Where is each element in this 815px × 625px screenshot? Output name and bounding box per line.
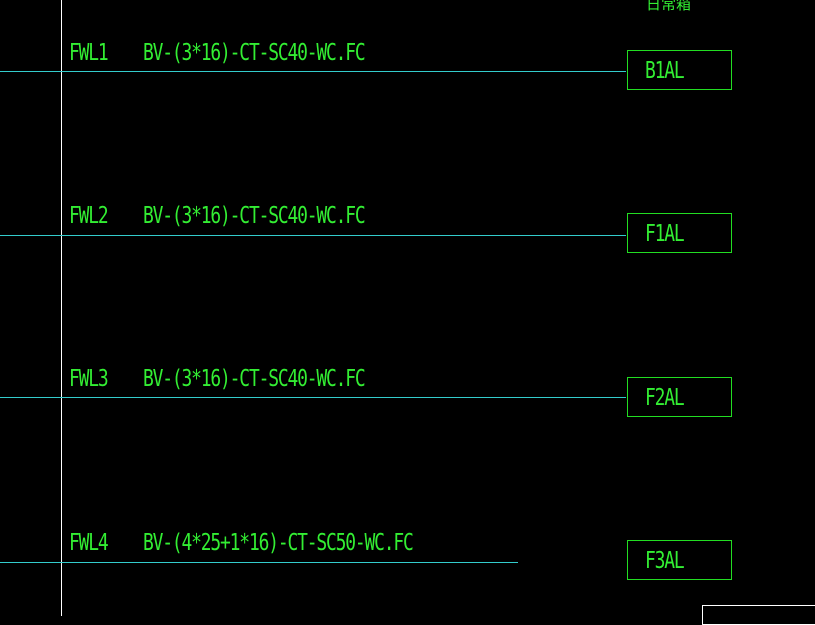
feeder-id-label: FWL4 (69, 530, 109, 556)
feeder-cable-spec: BV-(3*16)-CT-SC40-WC.FC (143, 203, 366, 229)
title-block-corner (702, 605, 815, 625)
feeder-id-label: FWL1 (69, 40, 109, 66)
main-bus-line (61, 0, 62, 616)
feeder-id-label: FWL3 (69, 366, 109, 392)
panel-name-label: F2AL (645, 385, 685, 411)
feeder-cable-line (0, 397, 626, 398)
panel-name-label: B1AL (645, 58, 685, 84)
distribution-panel-box[interactable]: B1AL (627, 50, 732, 90)
feeder-cable-spec: BV-(3*16)-CT-SC40-WC.FC (143, 366, 366, 392)
feeder-id-label: FWL2 (69, 203, 109, 229)
feeder-cable-line (0, 562, 518, 563)
panel-name-label: F3AL (645, 548, 685, 574)
feeder-cable-line (0, 71, 626, 72)
distribution-panel-box[interactable]: F2AL (627, 377, 732, 417)
header-label: 日常箱 (646, 0, 692, 13)
feeder-cable-line (0, 235, 626, 236)
feeder-cable-spec: BV-(4*25+1*16)-CT-SC50-WC.FC (143, 530, 414, 556)
distribution-panel-box[interactable]: F3AL (627, 540, 732, 580)
distribution-panel-box[interactable]: F1AL (627, 213, 732, 253)
feeder-cable-spec: BV-(3*16)-CT-SC40-WC.FC (143, 40, 366, 66)
panel-name-label: F1AL (645, 221, 685, 247)
